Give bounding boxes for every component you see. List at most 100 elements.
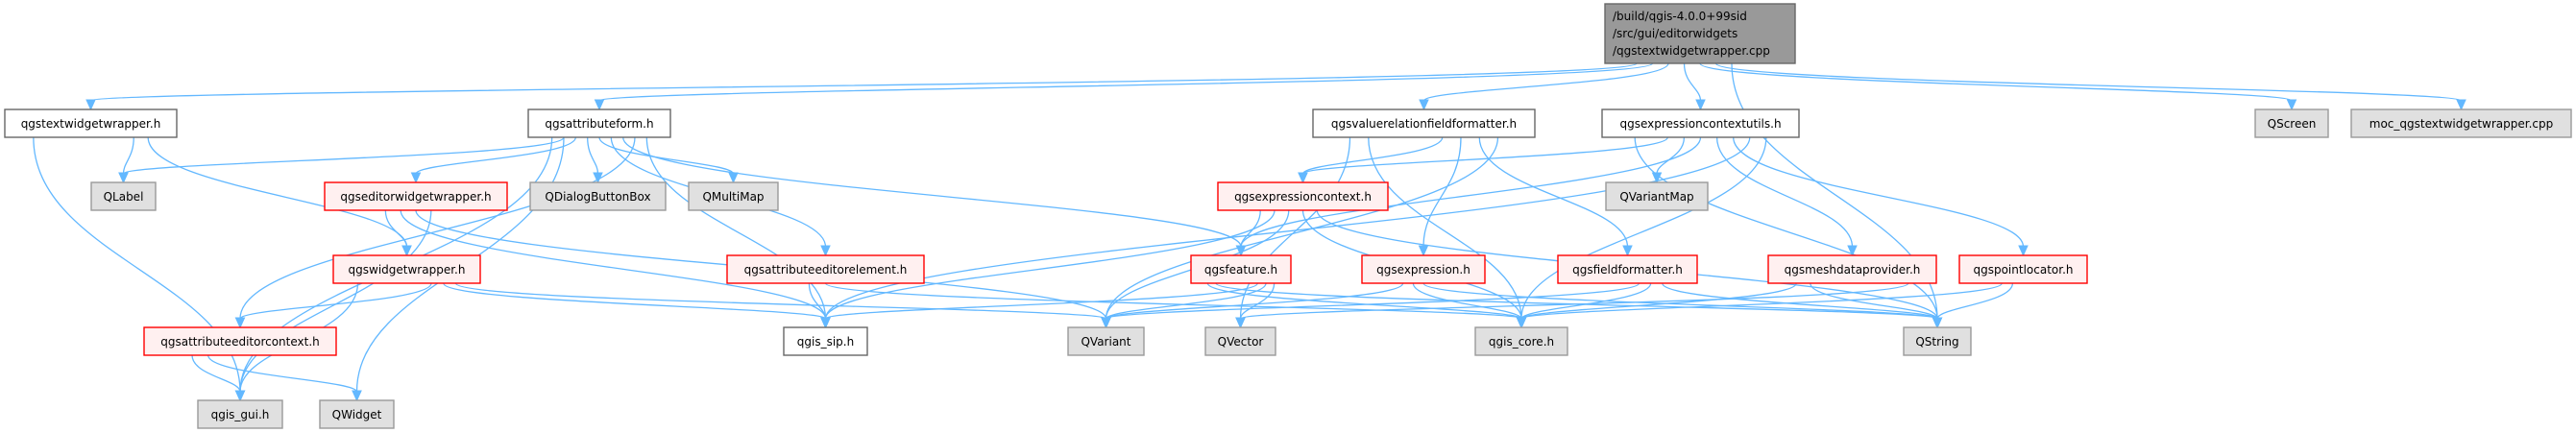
node-qmultimap: QMultiMap — [688, 181, 779, 211]
node-qgsattributeeditorelement-h[interactable]: qgsattributeeditorelement.h — [726, 254, 925, 284]
node-qgstextwidgetwrapper-h[interactable]: qgstextwidgetwrapper.h — [4, 108, 178, 138]
arrowhead-icon — [1298, 172, 1308, 184]
edge-line — [1662, 282, 1938, 320]
node-qgsexpression-h[interactable]: qgsexpression.h — [1361, 254, 1486, 284]
node-qgseditorwidgetwrapper-h[interactable]: qgseditorwidgetwrapper.h — [324, 181, 508, 211]
edge-qgsvaluerelationfieldformatter-h-to-qgsfieldformatter-h — [1478, 136, 1633, 257]
edge-line — [598, 136, 735, 175]
edge-line — [1422, 62, 1669, 102]
edge-qgseditorwidgetwrapper-h-to-qgswidgetwrapper-h — [384, 209, 412, 257]
edge-line — [1714, 62, 2463, 102]
edge-root-to-qgsexpressioncontextutils-h — [1683, 62, 1706, 111]
node-label-line: /src/gui/editorwidgets — [1613, 27, 1738, 40]
edge-qgsmeshdataprovider-h-to-qvector — [1235, 282, 1909, 329]
node-box[interactable] — [783, 326, 868, 356]
node-box[interactable] — [143, 326, 337, 356]
node-box[interactable] — [1312, 108, 1536, 138]
node-box[interactable] — [1604, 3, 1796, 64]
edge-line — [1105, 282, 1267, 320]
arrowhead-icon — [2456, 99, 2467, 111]
edge-qgsexpression-h-to-qstring — [1422, 282, 1943, 329]
node-box[interactable] — [1958, 254, 2088, 284]
edge-qgseditorwidgetwrapper-h-to-qgis-gui-h — [234, 209, 432, 402]
node-qgsmeshdataprovider-h[interactable]: qgsmeshdataprovider.h — [1767, 254, 1937, 284]
node-qgis-sip-h[interactable]: qgis_sip.h — [783, 326, 868, 356]
arrowhead-icon — [118, 172, 129, 184]
node-qgsattributeform-h[interactable]: qgsattributeform.h — [527, 108, 671, 138]
node-label: qgis_gui.h — [211, 408, 270, 421]
node-qgsvaluerelationfieldformatter-h[interactable]: qgsvaluerelationfieldformatter.h — [1312, 108, 1536, 138]
edge-qgsattributeform-h-to-qlabel — [118, 136, 565, 184]
edge-line — [1520, 282, 2003, 320]
node-box — [1903, 326, 1972, 356]
node-box[interactable] — [1361, 254, 1486, 284]
edge-line — [122, 136, 565, 175]
node-box[interactable] — [4, 108, 178, 138]
node-box — [529, 181, 667, 211]
node-label: qgsmeshdataprovider.h — [1785, 263, 1921, 277]
edge-qgsvaluerelationfieldformatter-h-to-qgsexpression-h — [1418, 136, 1462, 257]
arrowhead-icon — [234, 317, 246, 329]
node-qgsexpressioncontext-h[interactable]: qgsexpressioncontext.h — [1217, 181, 1389, 211]
node-label: qgstextwidgetwrapper.h — [21, 117, 161, 131]
edge-qgsexpressioncontextutils-h-to-qgspointlocator-h — [1733, 136, 2029, 257]
node-box[interactable] — [332, 254, 481, 284]
edge-qgsfeature-h-to-qgis-sip-h — [820, 282, 1258, 329]
node-label: qgsvaluerelationfieldformatter.h — [1331, 117, 1517, 131]
arrowhead-icon — [820, 317, 831, 329]
node-label: QVector — [1218, 335, 1264, 349]
node-box[interactable] — [1557, 254, 1698, 284]
edge-line — [239, 136, 636, 320]
edge-qgsmeshdataprovider-h-to-qgis-core-h — [1516, 282, 1797, 329]
edge-line — [1683, 62, 1702, 102]
arrowhead-icon — [1622, 245, 1633, 257]
edge-line — [1105, 136, 1499, 320]
node-qvariant: QVariant — [1067, 326, 1145, 356]
node-label: QDialogButtonBox — [545, 190, 650, 204]
edge-qgsexpression-h-to-qgis-core-h — [1412, 282, 1527, 329]
edge-line — [1810, 282, 1938, 320]
arrowhead-icon — [594, 99, 605, 111]
node-label: QMultiMap — [702, 190, 764, 204]
edge-qgspointlocator-h-to-qgis-core-h — [1516, 282, 2003, 329]
edge-line — [1105, 282, 1404, 320]
node-box[interactable] — [1601, 108, 1800, 138]
node-box[interactable] — [1190, 254, 1292, 284]
node-box — [688, 181, 779, 211]
arrowhead-icon — [820, 245, 831, 257]
node-qgspointlocator-h[interactable]: qgspointlocator.h — [1958, 254, 2088, 284]
node-qgsfeature-h[interactable]: qgsfeature.h — [1190, 254, 1292, 284]
node-label-line: /build/qgis-4.0.0+99sid — [1613, 10, 1747, 23]
edge-line — [239, 282, 432, 320]
edge-line — [598, 62, 1654, 102]
node-qlabel: QLabel — [90, 181, 157, 211]
edge-line — [400, 209, 827, 320]
edge-line — [1936, 282, 2014, 320]
node-box[interactable] — [1767, 254, 1937, 284]
node-root[interactable]: /build/qgis-4.0.0+99sid/src/gui/editorwi… — [1604, 3, 1796, 64]
node-label: qgsattributeform.h — [545, 117, 653, 131]
node-box[interactable] — [527, 108, 671, 138]
edge-line — [824, 136, 1751, 320]
edge-line — [1412, 282, 1522, 320]
edge-qgsattributeform-h-to-qgis-sip-h — [645, 136, 831, 329]
node-label: qgsattributeeditorelement.h — [744, 263, 908, 277]
arrowhead-icon — [85, 99, 96, 111]
node-qgswidgetwrapper-h[interactable]: qgswidgetwrapper.h — [332, 254, 481, 284]
node-box — [2254, 108, 2329, 138]
arrowhead-icon — [1418, 245, 1429, 257]
edge-line — [1239, 282, 1909, 320]
node-box[interactable] — [324, 181, 508, 211]
arrowhead-icon — [1847, 245, 1858, 257]
edge-qgsattributeform-h-to-qdialogbuttonbox — [587, 136, 603, 184]
node-qgsfieldformatter-h[interactable]: qgsfieldformatter.h — [1557, 254, 1698, 284]
node-label: qgseditorwidgetwrapper.h — [340, 190, 491, 204]
node-box[interactable] — [726, 254, 925, 284]
edge-line — [1301, 136, 1668, 175]
node-qgsexpressioncontextutils-h[interactable]: qgsexpressioncontextutils.h — [1601, 108, 1800, 138]
node-box[interactable] — [1217, 181, 1389, 211]
arrowhead-icon — [2286, 99, 2297, 111]
edge-qgsattributeform-h-to-qgsattributeeditorcontext-h — [234, 136, 636, 329]
node-qgsattributeeditorcontext-h[interactable]: qgsattributeeditorcontext.h — [143, 326, 337, 356]
arrowhead-icon — [234, 390, 246, 402]
